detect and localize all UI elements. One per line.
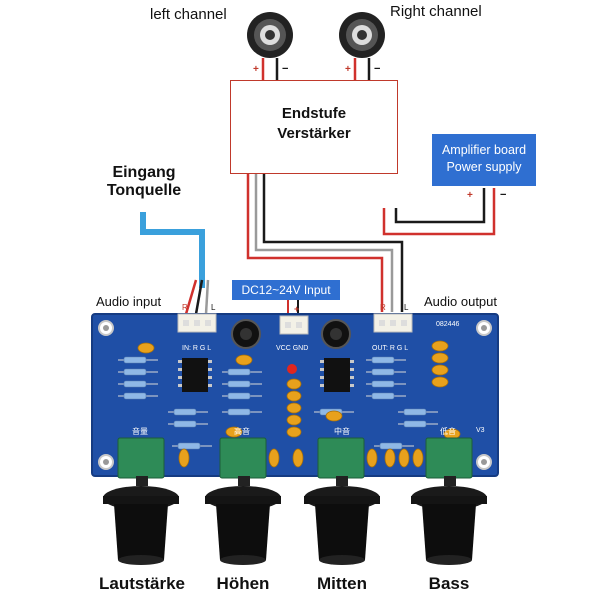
resistor (227, 392, 251, 400)
resistor (403, 408, 427, 416)
right-speaker-icon (339, 12, 385, 58)
dc-input-label: DC12~24V Input (232, 280, 340, 300)
power-supply-line2: Power supply (446, 160, 522, 174)
resistor (173, 408, 197, 416)
resistor (379, 442, 403, 450)
knob-label-volume: Lautstärke (99, 574, 185, 593)
left-speaker-plus: + (253, 64, 259, 75)
resistor (123, 380, 147, 388)
input-pin-r: R (182, 303, 188, 312)
left-channel-label: left channel (150, 6, 227, 23)
input-wires (140, 212, 210, 315)
resistor (227, 380, 251, 388)
right-speaker-plus: + (345, 64, 351, 75)
amplifier-stage-line2: Verstärker (277, 125, 351, 142)
resistor (371, 380, 395, 388)
ceramic-capacitors (137, 340, 461, 468)
pot-label-treble: 高音 (234, 426, 250, 436)
audio-input-label: Audio input (96, 294, 162, 309)
left-speaker-minus: − (282, 63, 288, 75)
amplifier-stage-line1: Endstufe (281, 105, 347, 122)
source-line1: Eingang (112, 164, 176, 181)
vcc-gnd-label: VCC GND (276, 345, 308, 352)
psu-plus: + (467, 190, 473, 201)
power-supply-box: Amplifier board Power supply (432, 134, 536, 186)
power-supply-line1: Amplifier board (441, 143, 527, 157)
right-channel-label: Right channel (390, 3, 482, 20)
right-speaker-minus: − (374, 63, 380, 75)
left-speaker-icon (247, 12, 293, 58)
input-connector (177, 313, 217, 333)
pot-label-bass: 低音 (440, 426, 456, 436)
output-wires (246, 172, 404, 312)
dc-connector (279, 315, 309, 335)
electrolytic-capacitors (231, 319, 351, 349)
knob-label-mid: Mitten (316, 574, 368, 593)
resistor (123, 356, 147, 364)
knob-label-bass: Bass (428, 574, 470, 593)
knob-treble-icon (205, 486, 281, 565)
board-code: 082446 (436, 321, 459, 328)
knob-mid-icon (304, 486, 380, 565)
output-connector (373, 313, 413, 333)
out-pins-label: OUT: R G L (372, 345, 408, 352)
resistor (371, 356, 395, 364)
power-wires (382, 188, 496, 236)
resistor (123, 392, 147, 400)
source-label: Eingang Tonquelle (94, 164, 194, 200)
in-pins-label: IN: R G L (182, 345, 211, 352)
resistor (227, 408, 251, 416)
board-version: V3 (476, 427, 485, 434)
amplifier-stage-box: Endstufe Verstärker (230, 80, 398, 174)
output-pin-l: L (404, 303, 409, 312)
ic-chips (182, 358, 350, 392)
dc-plus: + (294, 304, 299, 314)
pot-label-volume: 音量 (132, 426, 148, 436)
input-pin-l: L (211, 303, 216, 312)
potentiometers (117, 437, 473, 479)
resistor (227, 368, 251, 376)
knob-volume-icon (103, 486, 179, 565)
resistor (123, 368, 147, 376)
output-pin-r: R (380, 303, 386, 312)
audio-output-label: Audio output (424, 294, 498, 309)
speaker-wires (261, 58, 371, 80)
resistor (177, 442, 201, 450)
pot-label-mid: 中音 (334, 426, 350, 436)
knob-label-treble: Höhen (216, 574, 270, 593)
source-line2: Tonquelle (106, 182, 182, 199)
knob-bass-icon (411, 486, 487, 565)
power-led-icon (287, 364, 297, 374)
psu-minus: − (500, 189, 506, 201)
resistor (371, 392, 395, 400)
resistor (173, 420, 197, 428)
resistor (371, 368, 395, 376)
resistor (403, 420, 427, 428)
